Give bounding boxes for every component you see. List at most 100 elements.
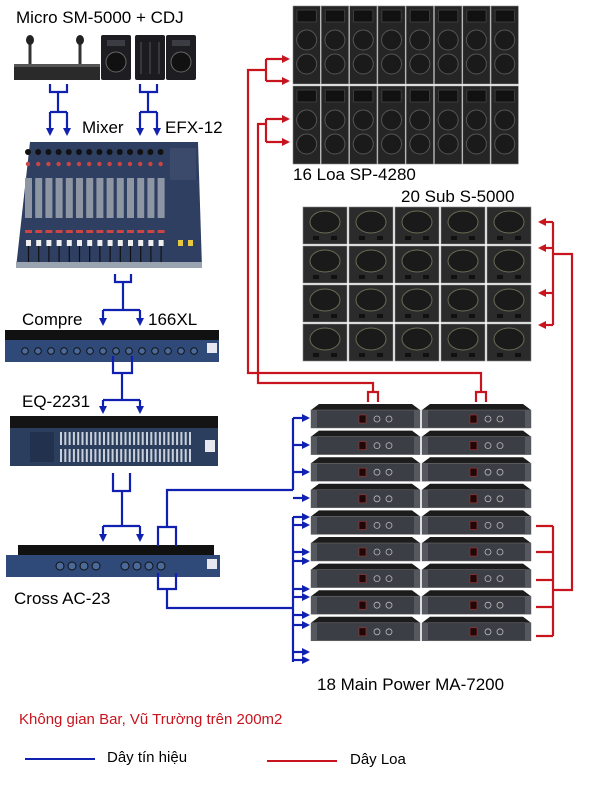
signal-wire-eq-out bbox=[111, 473, 132, 493]
amp-knob bbox=[385, 495, 393, 503]
subwoofer-driver bbox=[401, 249, 433, 273]
sub-port-left bbox=[451, 353, 457, 357]
main-speaker bbox=[462, 85, 491, 165]
compressor-knob bbox=[125, 347, 133, 355]
mixer-xlr bbox=[35, 149, 42, 155]
amp-display bbox=[358, 574, 367, 583]
mixer-mute bbox=[106, 230, 114, 233]
sub-port-right bbox=[515, 275, 521, 279]
compressor-166xl bbox=[5, 330, 219, 362]
amp-top bbox=[422, 537, 531, 543]
eq-slider bbox=[90, 449, 93, 462]
signal-wire-cross-sub-out bbox=[156, 525, 178, 546]
amp-handle-right bbox=[525, 516, 531, 535]
wires-layer bbox=[46, 55, 574, 664]
eq-slider bbox=[85, 449, 88, 462]
power-amp bbox=[310, 590, 421, 615]
dj-mixer bbox=[135, 35, 165, 80]
mixer-xlr bbox=[157, 149, 164, 155]
compressor-knob bbox=[73, 347, 81, 355]
mixer-gain-knob bbox=[138, 161, 143, 167]
power-amp bbox=[421, 457, 532, 482]
eq-slider bbox=[72, 449, 75, 462]
eq-slider bbox=[64, 432, 67, 445]
signal-wire-mic-out bbox=[48, 84, 69, 94]
speaker-woofer-bottom bbox=[465, 133, 487, 155]
main-speaker bbox=[320, 5, 349, 85]
micro-cdj-label: Micro SM-5000 + CDJ bbox=[16, 8, 184, 27]
compressor-knob bbox=[164, 347, 172, 355]
subwoofer-driver bbox=[309, 249, 341, 273]
crossover-top bbox=[18, 545, 214, 555]
compressor-model-label: 166XL bbox=[148, 310, 198, 329]
speaker-woofer-top bbox=[381, 29, 403, 51]
sub-port-left bbox=[497, 353, 503, 357]
mixer-mute bbox=[55, 230, 63, 233]
eq-slider bbox=[128, 449, 131, 462]
compressor-knob bbox=[177, 347, 185, 355]
subwoofer bbox=[440, 284, 486, 323]
sub-port-right bbox=[377, 236, 383, 240]
subwoofer-driver bbox=[493, 288, 525, 312]
eq-slider bbox=[184, 432, 187, 445]
amp-top bbox=[422, 483, 531, 490]
compressor-badge bbox=[207, 343, 217, 353]
sub-port-left bbox=[405, 353, 411, 357]
eq-slider bbox=[141, 449, 144, 462]
main-speaker bbox=[377, 85, 406, 165]
amp-top bbox=[311, 563, 420, 570]
amp-handle-left bbox=[311, 543, 317, 561]
speaker-woofer-bottom bbox=[437, 53, 459, 75]
cdj-display bbox=[107, 40, 125, 46]
amp-knob bbox=[484, 522, 492, 529]
speaker-woofer-bottom bbox=[494, 53, 516, 75]
amp-handle-left bbox=[311, 436, 317, 455]
mixer-eq-strip bbox=[116, 178, 124, 218]
signal-wire-to-main-amps bbox=[165, 589, 293, 610]
amp-display bbox=[358, 521, 367, 530]
amp-handle-left bbox=[422, 622, 428, 641]
amp-top bbox=[311, 483, 420, 490]
mixer-mute bbox=[86, 230, 94, 233]
speaker-woofer-top bbox=[352, 109, 374, 131]
mixer-xlr bbox=[86, 149, 93, 155]
compressor-top bbox=[5, 330, 219, 340]
jog-wheel bbox=[105, 51, 127, 73]
mixer-gain-knob bbox=[66, 161, 72, 167]
subwoofer-driver bbox=[493, 210, 525, 234]
amp-display bbox=[469, 467, 478, 477]
crossover-knob bbox=[67, 561, 77, 571]
mixer-master-fader-r bbox=[188, 240, 193, 246]
crossover-knob bbox=[120, 561, 130, 571]
mixer-xlr bbox=[137, 149, 144, 155]
eq-slider bbox=[128, 432, 131, 445]
mixer-gain-knob bbox=[56, 161, 61, 167]
sub-port-left bbox=[497, 236, 503, 240]
eq-slider bbox=[180, 449, 183, 462]
receiver-body bbox=[14, 64, 100, 80]
speaker-woofer-top bbox=[465, 109, 487, 131]
legend-speaker-line bbox=[267, 760, 337, 762]
amp-top bbox=[422, 430, 531, 437]
mixer-fader-cap bbox=[138, 240, 144, 246]
eq-slider bbox=[167, 449, 170, 462]
main-speaker bbox=[320, 85, 349, 165]
amp-handle-left bbox=[311, 569, 317, 588]
mixer-gain-knob bbox=[87, 161, 92, 167]
eq-slider bbox=[98, 449, 101, 462]
subwoofer-driver bbox=[447, 210, 479, 234]
main-speaker bbox=[462, 5, 491, 85]
crossover-ac23 bbox=[6, 545, 220, 577]
mixer-master-section bbox=[170, 148, 196, 180]
power-amp bbox=[310, 563, 421, 588]
speaker-woofer-bottom bbox=[465, 53, 487, 75]
speaker-horn bbox=[438, 89, 459, 103]
subwoofer bbox=[302, 206, 348, 245]
subwoofer-driver bbox=[309, 327, 341, 351]
eq-slider bbox=[85, 432, 88, 445]
amp-knob bbox=[373, 548, 381, 556]
speaker-woofer-bottom bbox=[352, 133, 374, 155]
speaker-horn bbox=[466, 89, 487, 103]
amp-handle-left bbox=[422, 489, 428, 508]
amp-handle-right bbox=[414, 596, 420, 615]
